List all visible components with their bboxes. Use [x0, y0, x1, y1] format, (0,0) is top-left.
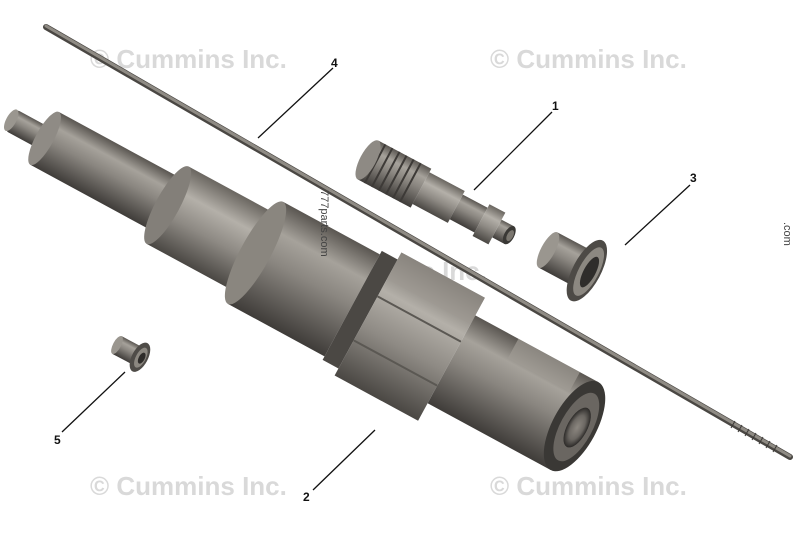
callout-1: 1 — [552, 99, 559, 113]
leader-line-3 — [624, 184, 691, 246]
leader-line-1 — [473, 111, 553, 191]
part-4-rod — [43, 24, 793, 460]
callout-4: 4 — [331, 56, 338, 70]
watermark-bottom-right: © Cummins Inc. — [490, 471, 687, 501]
leader-line-2 — [312, 429, 376, 491]
callout-3: 3 — [690, 171, 697, 185]
side-watermark: 777parts.com — [318, 190, 330, 257]
leader-line-5 — [61, 371, 126, 433]
leader-line-4 — [257, 67, 334, 139]
part-5-grommet — [111, 335, 151, 372]
part-3-sleeve — [536, 232, 608, 302]
part-2-injector-body — [3, 109, 606, 472]
callout-2: 2 — [303, 490, 310, 504]
part-1-fitting — [355, 140, 516, 245]
callout-5: 5 — [54, 433, 61, 447]
watermark-bottom-left: © Cummins Inc. — [90, 471, 287, 501]
edge-watermark: .com — [781, 222, 793, 246]
watermark-top-right: © Cummins Inc. — [490, 44, 687, 74]
